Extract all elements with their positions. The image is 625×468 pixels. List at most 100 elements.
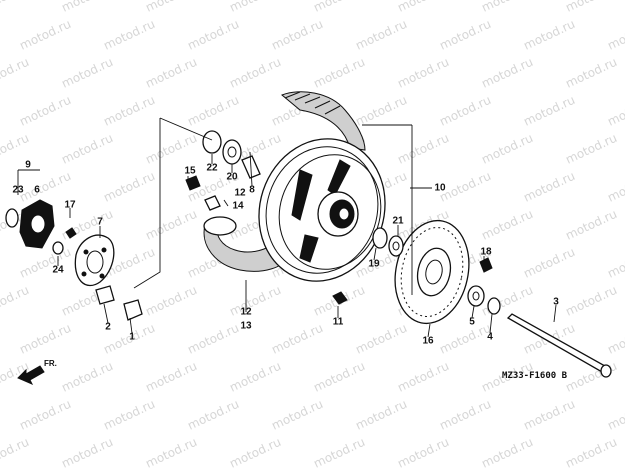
- watermark-text: motod.ru: [59, 359, 115, 395]
- watermark-text: motod.ru: [521, 93, 577, 129]
- watermark-text: motod.ru: [143, 55, 199, 91]
- callout-3: 3: [553, 297, 559, 308]
- watermark-text: motod.ru: [143, 283, 199, 319]
- watermark-text: motod.ru: [353, 321, 409, 357]
- watermark-text: motod.ru: [605, 397, 625, 433]
- watermark-text: motod.ru: [311, 435, 367, 468]
- watermark-text: motod.ru: [227, 359, 283, 395]
- watermark-text: motod.ru: [17, 397, 73, 433]
- watermark-text: motod.ru: [0, 0, 31, 15]
- watermark-text: motod.ru: [311, 0, 367, 15]
- arrow-left-icon: [17, 365, 45, 385]
- watermark-text: motod.ru: [185, 397, 241, 433]
- watermark-text: motod.ru: [353, 93, 409, 129]
- watermark-text: motod.ru: [479, 207, 535, 243]
- watermark-text: motod.ru: [143, 207, 199, 243]
- callout-20: 20: [226, 172, 238, 183]
- leader-lines: [57, 151, 557, 338]
- callout-8: 8: [249, 185, 255, 196]
- callout-22: 22: [206, 163, 218, 174]
- watermark-text: motod.ru: [269, 321, 325, 357]
- watermark-text: motod.ru: [0, 55, 31, 91]
- watermark-text: motod.ru: [479, 0, 535, 15]
- watermark-text: motod.ru: [395, 0, 451, 15]
- callout-6: 6: [34, 185, 40, 196]
- tire-part: [281, 91, 366, 151]
- callout-15: 15: [184, 166, 196, 177]
- watermark-text: motod.ru: [395, 55, 451, 91]
- hub-plate: [74, 234, 115, 287]
- watermark-text: motod.ru: [605, 93, 625, 129]
- final-driven-flange: [5, 199, 55, 249]
- watermark-text: motod.ru: [437, 93, 493, 129]
- callout-5: 5: [469, 317, 475, 328]
- callout-17: 17: [64, 200, 76, 211]
- watermark-text: motod.ru: [101, 93, 157, 129]
- callout-12-lower: 12: [240, 307, 252, 318]
- callout-7: 7: [97, 217, 103, 228]
- watermark-text: motod.ru: [185, 93, 241, 129]
- callout-19: 19: [368, 259, 380, 270]
- watermark-text: motod.ru: [269, 17, 325, 53]
- watermark-text: motod.ru: [563, 435, 619, 468]
- watermark-text: motod.ru: [479, 283, 535, 319]
- callout-16: 16: [422, 336, 434, 347]
- watermark-text: motod.ru: [395, 359, 451, 395]
- brake-disc: [394, 219, 470, 325]
- callout-4: 4: [487, 332, 493, 343]
- watermark-text: motod.ru: [353, 17, 409, 53]
- watermark-text: motod.ru: [59, 0, 115, 15]
- watermark-text: motod.ru: [269, 397, 325, 433]
- callout-12-upper: 12: [234, 188, 246, 199]
- watermark-text: motod.ru: [563, 55, 619, 91]
- callout-1: 1: [129, 332, 135, 343]
- watermark-text: motod.ru: [227, 283, 283, 319]
- watermark-text: motod.ru: [185, 321, 241, 357]
- watermark-text: motod.ru: [101, 169, 157, 205]
- watermark-text: motod.ru: [563, 207, 619, 243]
- watermark-text: motod.ru: [437, 17, 493, 53]
- watermark-text: motod.ru: [353, 397, 409, 433]
- callout-21: 21: [392, 216, 404, 227]
- watermark-text: motod.ru: [563, 283, 619, 319]
- watermark-text: motod.ru: [479, 435, 535, 468]
- callout-24: 24: [52, 265, 64, 276]
- watermark-text: motod.ru: [185, 17, 241, 53]
- callout-labels: 1 2 3 4 5 6 7 8 9 10 11 12 12 13 14 15 1…: [12, 160, 559, 347]
- watermark-text: motod.ru: [521, 245, 577, 281]
- watermark-text: motod.ru: [521, 17, 577, 53]
- watermark-text: motod.ru: [17, 17, 73, 53]
- watermark-text: motod.ru: [437, 169, 493, 205]
- callout-13: 13: [240, 321, 252, 332]
- watermark-text: motod.ru: [395, 435, 451, 468]
- watermark-text: motod.ru: [521, 169, 577, 205]
- assembly-brackets: [17, 117, 413, 295]
- watermark-text: motod.ru: [0, 435, 31, 468]
- front-direction-label: FR.: [44, 359, 57, 368]
- watermark-text: motod.ru: [143, 435, 199, 468]
- watermark-text: motod.ru: [311, 55, 367, 91]
- watermark-text: motod.ru: [479, 131, 535, 167]
- watermark-text: motod.ru: [437, 321, 493, 357]
- watermark-text: motod.ru: [521, 397, 577, 433]
- watermark-text: motod.ru: [17, 93, 73, 129]
- watermark-text: motod.ru: [395, 131, 451, 167]
- small-parts-right: [372, 227, 501, 315]
- callout-2: 2: [105, 322, 111, 333]
- watermark-text: motod.ru: [59, 131, 115, 167]
- watermark-text: motod.ru: [479, 55, 535, 91]
- watermark-text: motod.ru: [143, 359, 199, 395]
- watermark-text: motod.ru: [605, 17, 625, 53]
- watermark-text: motod.ru: [143, 0, 199, 15]
- watermark-text: motod.ru: [605, 245, 625, 281]
- callout-9: 9: [25, 160, 31, 171]
- watermark-text: motod.ru: [0, 283, 31, 319]
- watermark-text: motod.ru: [437, 397, 493, 433]
- watermark-text: motod.ru: [227, 0, 283, 15]
- watermark-text: motod.ru: [143, 131, 199, 167]
- wheel-rim: [258, 138, 386, 282]
- watermark-text: motod.ru: [563, 0, 619, 15]
- callout-18: 18: [480, 247, 492, 258]
- watermark-text: motod.ru: [227, 435, 283, 468]
